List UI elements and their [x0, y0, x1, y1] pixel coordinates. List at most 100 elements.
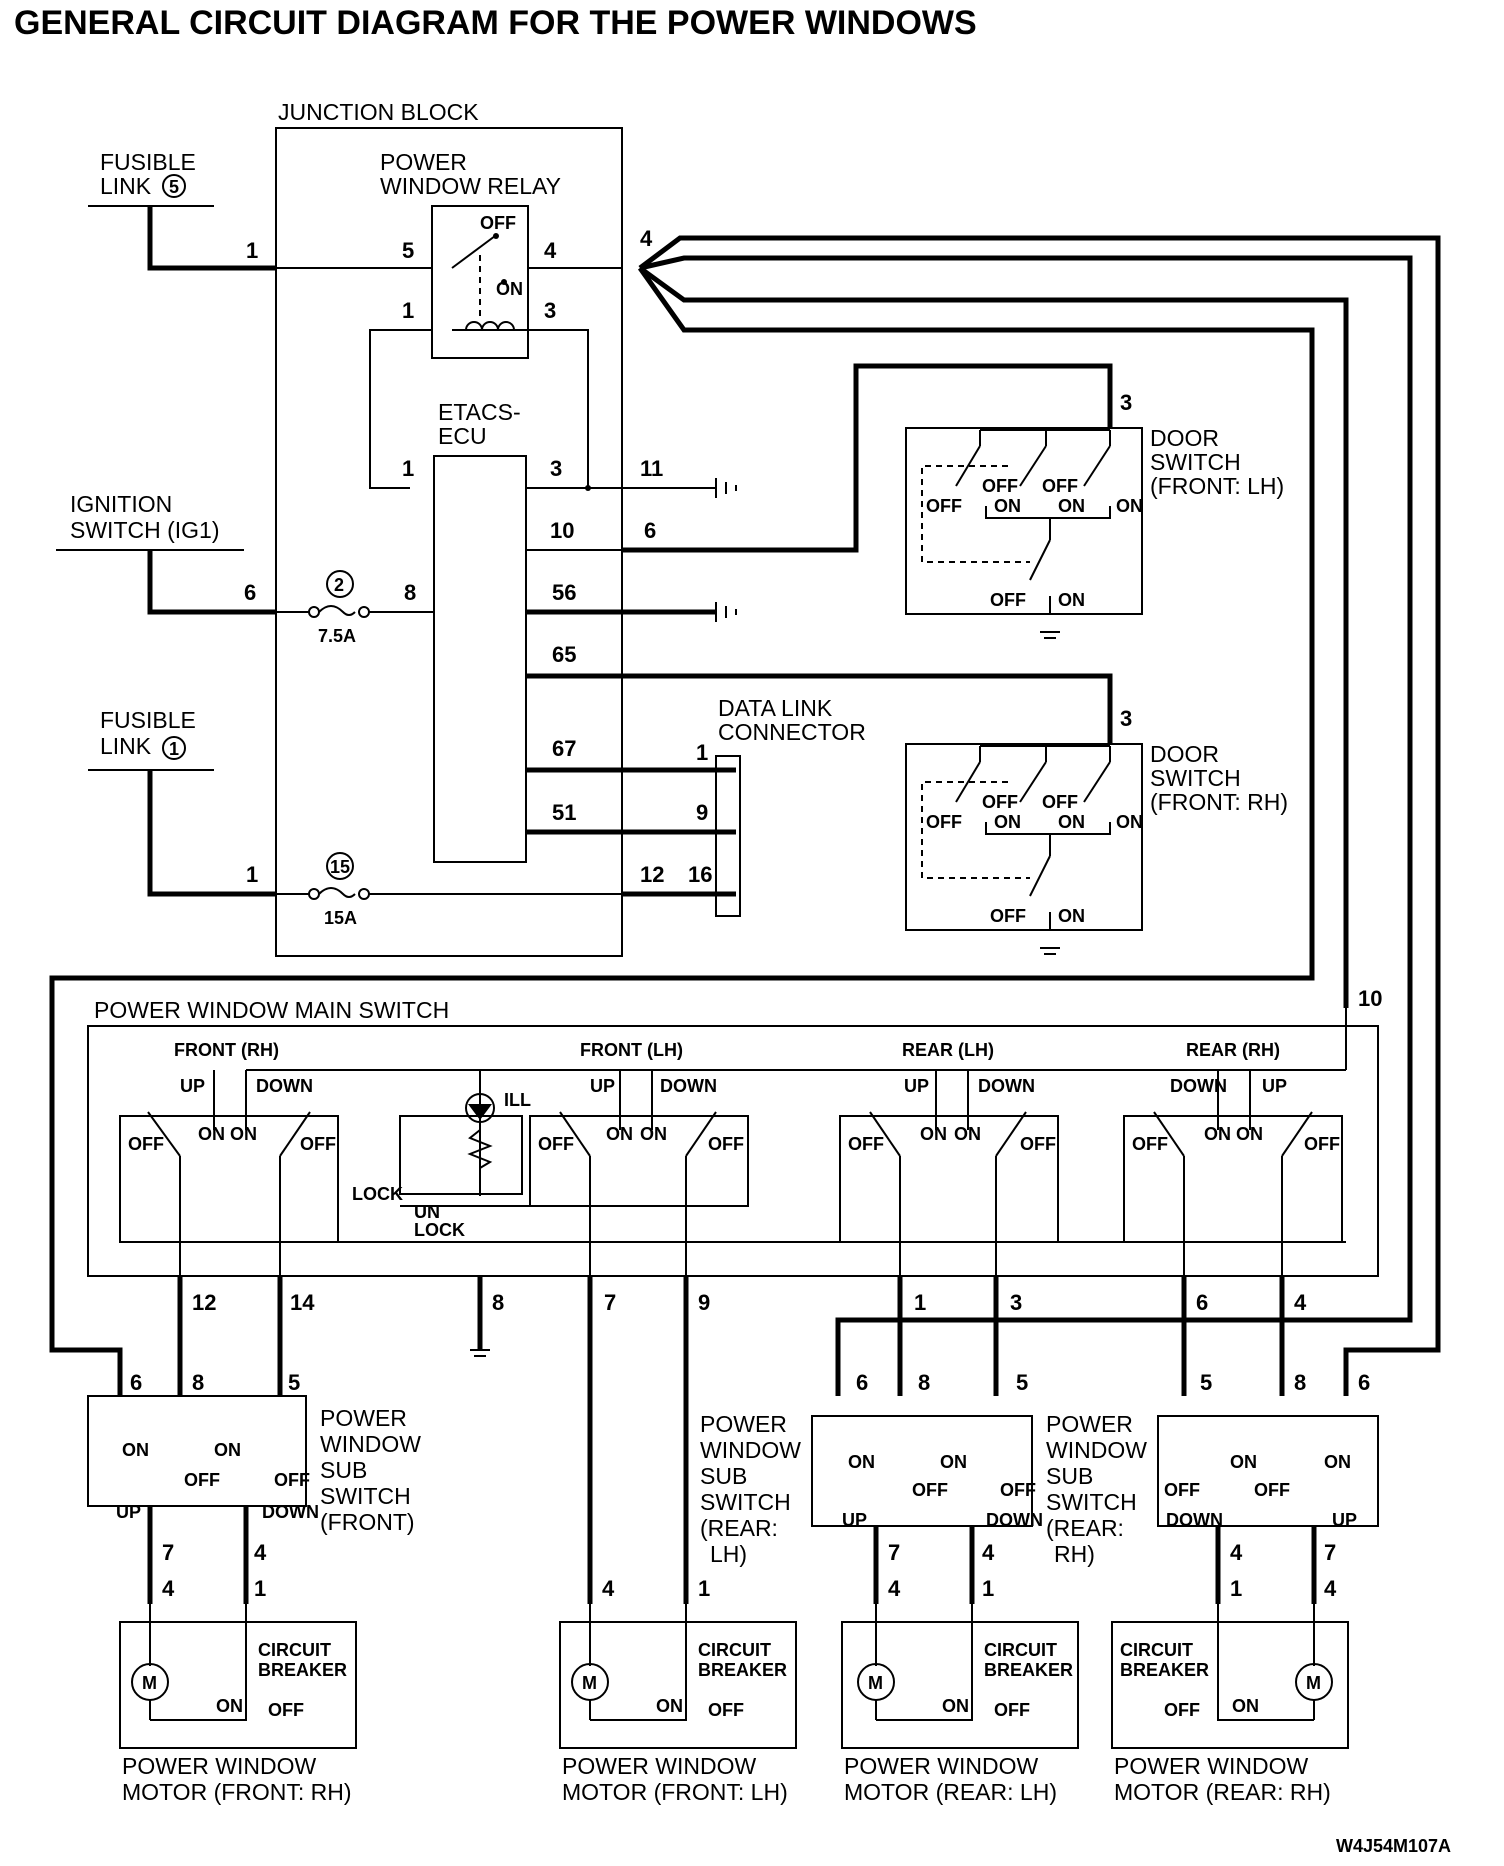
- svg-text:IGNITION: IGNITION: [70, 491, 172, 517]
- svg-text:OFF: OFF: [1164, 1700, 1200, 1720]
- svg-text:DOOR: DOOR: [1150, 741, 1219, 767]
- svg-text:OFF: OFF: [300, 1134, 336, 1154]
- svg-text:BREAKER: BREAKER: [258, 1660, 347, 1680]
- fusible-link-5: FUSIBLE LINK 5 1: [88, 149, 276, 271]
- junction-block: JUNCTION BLOCK: [275, 99, 623, 957]
- svg-text:LH): LH): [710, 1541, 747, 1567]
- svg-text:ON: ON: [1116, 496, 1143, 516]
- main-switch-outputs: 12 14 8 7 9 1 3 6 4: [177, 1156, 1307, 1604]
- svg-text:UP: UP: [904, 1076, 929, 1096]
- svg-text:POWER WINDOW: POWER WINDOW: [1114, 1753, 1308, 1779]
- svg-text:1: 1: [1230, 1576, 1242, 1601]
- svg-text:7: 7: [162, 1540, 174, 1565]
- svg-text:ON: ON: [122, 1440, 149, 1460]
- svg-text:5: 5: [1200, 1370, 1212, 1395]
- svg-text:(REAR:: (REAR:: [1046, 1515, 1124, 1541]
- svg-text:1: 1: [246, 862, 258, 887]
- svg-text:6: 6: [244, 580, 256, 605]
- svg-text:SWITCH (IG1): SWITCH (IG1): [70, 517, 220, 543]
- svg-text:UP: UP: [180, 1076, 205, 1096]
- svg-text:WINDOW: WINDOW: [700, 1437, 801, 1463]
- svg-text:LINK: LINK: [100, 173, 152, 199]
- svg-text:JUNCTION BLOCK: JUNCTION BLOCK: [278, 99, 479, 125]
- svg-text:67: 67: [552, 736, 576, 761]
- svg-text:8: 8: [192, 1370, 204, 1395]
- svg-text:ON: ON: [1232, 1696, 1259, 1716]
- svg-text:3: 3: [550, 456, 562, 481]
- svg-text:6: 6: [644, 518, 656, 543]
- svg-text:CONNECTOR: CONNECTOR: [718, 719, 866, 745]
- svg-text:DATA LINK: DATA LINK: [718, 695, 833, 721]
- svg-text:FUSIBLE: FUSIBLE: [100, 707, 196, 733]
- svg-text:UP: UP: [842, 1510, 867, 1530]
- svg-text:3: 3: [544, 298, 556, 323]
- svg-text:POWER: POWER: [380, 149, 467, 175]
- svg-text:4: 4: [982, 1540, 995, 1565]
- svg-text:ON: ON: [954, 1124, 981, 1144]
- svg-text:3: 3: [1120, 706, 1132, 731]
- svg-text:UP: UP: [590, 1076, 615, 1096]
- svg-text:7: 7: [604, 1290, 616, 1315]
- svg-text:1: 1: [254, 1576, 266, 1601]
- svg-text:DOWN: DOWN: [256, 1076, 313, 1096]
- svg-text:(FRONT: LH): (FRONT: LH): [1150, 473, 1284, 499]
- svg-text:ON: ON: [1058, 812, 1085, 832]
- svg-text:ON: ON: [920, 1124, 947, 1144]
- svg-text:ON: ON: [606, 1124, 633, 1144]
- svg-text:M: M: [1306, 1673, 1321, 1693]
- svg-text:POWER WINDOW: POWER WINDOW: [122, 1753, 316, 1779]
- svg-text:ON: ON: [230, 1124, 257, 1144]
- svg-text:OFF: OFF: [1304, 1134, 1340, 1154]
- svg-text:OFF: OFF: [926, 812, 962, 832]
- svg-text:REAR (RH): REAR (RH): [1186, 1040, 1280, 1060]
- svg-text:LOCK: LOCK: [414, 1220, 465, 1240]
- svg-text:14: 14: [290, 1290, 315, 1315]
- svg-text:12: 12: [192, 1290, 216, 1315]
- svg-text:1: 1: [982, 1576, 994, 1601]
- door-switch-front-rh: 3 DOOR SWITCH (FRONT: RH) OFF OFF OFF ON…: [905, 706, 1288, 955]
- svg-text:M: M: [868, 1673, 883, 1693]
- svg-text:11: 11: [640, 456, 663, 481]
- svg-text:ON: ON: [994, 496, 1021, 516]
- svg-text:OFF: OFF: [1020, 1134, 1056, 1154]
- svg-text:1: 1: [246, 238, 258, 263]
- svg-text:SUB: SUB: [320, 1457, 367, 1483]
- svg-text:12: 12: [640, 862, 664, 887]
- svg-text:ON: ON: [1236, 1124, 1263, 1144]
- svg-text:OFF: OFF: [990, 906, 1026, 926]
- relay-output-bus: 4: [49, 226, 1441, 1396]
- svg-text:CIRCUIT: CIRCUIT: [984, 1640, 1057, 1660]
- svg-text:MOTOR (FRONT: LH): MOTOR (FRONT: LH): [562, 1779, 788, 1805]
- svg-text:9: 9: [696, 800, 708, 825]
- ignition-switch: IGNITION SWITCH (IG1) 6 2 7.5A 8: [56, 491, 434, 646]
- svg-text:2: 2: [334, 575, 344, 595]
- svg-text:15: 15: [330, 857, 350, 877]
- svg-text:ON: ON: [942, 1696, 969, 1716]
- svg-text:FUSIBLE: FUSIBLE: [100, 149, 196, 175]
- svg-text:ON: ON: [1116, 812, 1143, 832]
- svg-text:10: 10: [550, 518, 574, 543]
- svg-text:ON: ON: [496, 279, 523, 299]
- svg-text:51: 51: [552, 800, 576, 825]
- svg-text:65: 65: [552, 642, 576, 667]
- svg-text:ON: ON: [848, 1452, 875, 1472]
- svg-text:ON: ON: [1058, 496, 1085, 516]
- svg-text:UP: UP: [1332, 1510, 1357, 1530]
- svg-text:(FRONT: RH): (FRONT: RH): [1150, 789, 1288, 815]
- svg-text:SWITCH: SWITCH: [320, 1483, 411, 1509]
- svg-text:OFF: OFF: [982, 792, 1018, 812]
- svg-text:M: M: [582, 1673, 597, 1693]
- svg-text:CIRCUIT: CIRCUIT: [258, 1640, 331, 1660]
- diagram-title: GENERAL CIRCUIT DIAGRAM FOR THE POWER WI…: [14, 4, 977, 42]
- etacs-ecu: ETACS- ECU 1 3 11 10 6 56 65 67 51: [402, 363, 1113, 863]
- svg-text:4: 4: [1324, 1576, 1337, 1601]
- svg-text:8: 8: [492, 1290, 504, 1315]
- svg-text:ON: ON: [656, 1696, 683, 1716]
- svg-text:5: 5: [288, 1370, 300, 1395]
- svg-text:SWITCH: SWITCH: [700, 1489, 791, 1515]
- sub-switch-rear-rh: 5 8 6 ON ON OFF OFF DOWN UP 4 7: [1157, 1370, 1379, 1604]
- svg-text:5: 5: [169, 177, 179, 197]
- svg-text:RH): RH): [1054, 1541, 1095, 1567]
- svg-text:8: 8: [1294, 1370, 1306, 1395]
